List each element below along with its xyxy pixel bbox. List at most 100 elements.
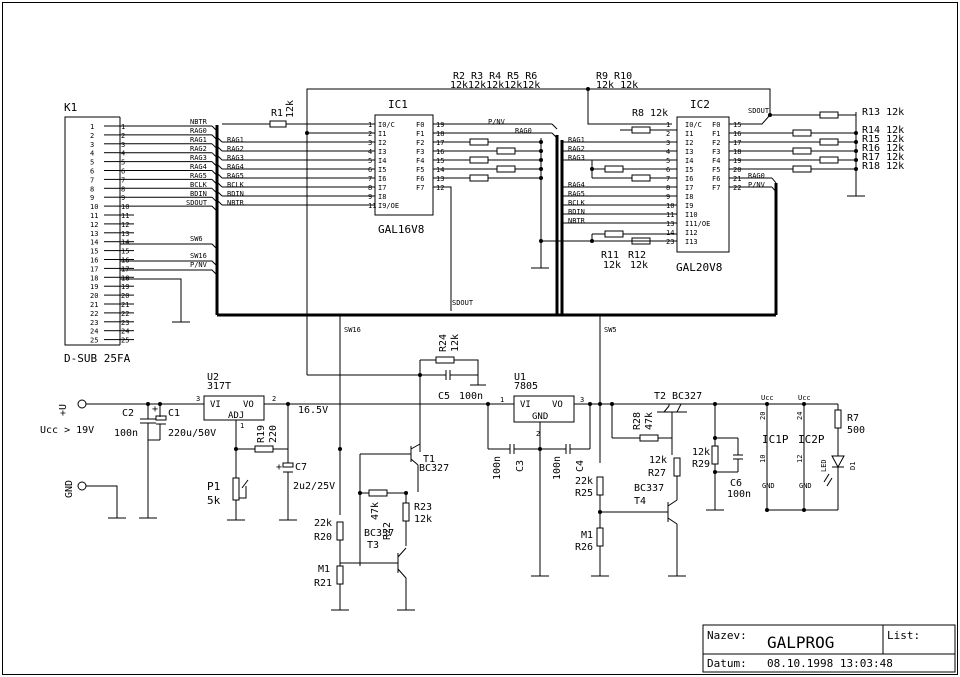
sw5-label: SW5 — [604, 326, 617, 334]
svg-text:+: + — [152, 404, 158, 415]
svg-text:R18 12k: R18 12k — [862, 161, 904, 172]
ic1-pin-name: F7 — [416, 184, 424, 192]
plus-u-label: +U — [58, 404, 69, 416]
ic2-pin-name: I3 — [685, 148, 693, 156]
svg-text:BC337: BC337 — [364, 528, 394, 539]
k1-pin-number: 19 — [90, 283, 98, 291]
ic1-pin-name: I3 — [378, 148, 386, 156]
svg-text:T3: T3 — [367, 540, 379, 551]
svg-text:2: 2 — [536, 430, 540, 438]
k1-line-label: 7 — [121, 176, 125, 184]
sig-rag4: RAG4 — [190, 163, 207, 171]
svg-text:12k: 12k — [450, 334, 461, 352]
k1-line-label: 23 — [121, 319, 129, 327]
svg-text:R8 12k: R8 12k — [632, 108, 668, 119]
svg-text:R20: R20 — [314, 532, 332, 543]
ic1-pin-name: I5 — [378, 166, 386, 174]
ic1-pin-number: 17 — [436, 139, 444, 147]
svg-text:R17 12k: R17 12k — [862, 152, 904, 163]
svg-text:R21: R21 — [314, 578, 332, 589]
svg-text:ADJ: ADJ — [228, 411, 244, 421]
svg-text:R26: R26 — [575, 542, 593, 553]
ic2-pins: I0/C1I12I23I34I45I56I67I78I89I910I1011I1… — [666, 121, 777, 246]
sig-bclk: BCLK — [190, 181, 208, 189]
bus-entry — [216, 172, 223, 179]
ic2-pin-number: 16 — [733, 130, 741, 138]
svg-text:RAG5: RAG5 — [568, 190, 585, 198]
ic2-pin-number: 17 — [733, 139, 741, 147]
k1-line-label: 14 — [121, 239, 129, 247]
ic2-pin-name: I1 — [685, 130, 693, 138]
ic1-pin-number: 12 — [436, 184, 444, 192]
bus-entry — [551, 132, 558, 139]
svg-text:R19: R19 — [256, 425, 267, 443]
ic1-pin-number: 2 — [368, 130, 372, 138]
ic1-part: GAL16V8 — [378, 223, 424, 236]
bus-entry — [216, 136, 223, 143]
svg-text:500: 500 — [847, 425, 865, 436]
k1-pin-number: 22 — [90, 310, 98, 318]
sig-sw6: SW6 — [190, 235, 203, 243]
ic2-pin-number: 7 — [666, 175, 670, 183]
r13-r18-labels: R13 12k R14 12k R15 12k R16 12k R17 12k … — [862, 107, 904, 172]
voltage-16-5: 16.5V — [298, 405, 328, 416]
svg-text:R13 12k: R13 12k — [862, 107, 904, 118]
sig-rag1: RAG1 — [190, 136, 207, 144]
ic1-pin-name: I0/C — [378, 121, 395, 129]
power-supply: +U Ucc > 19V GND C2 100n C1 220u/50V + V… — [40, 87, 865, 611]
ic2-part: GAL20V8 — [676, 261, 722, 274]
svg-text:NBTR: NBTR — [227, 199, 245, 207]
ic2-pin-number: 20 — [733, 166, 741, 174]
svg-text:RAG4: RAG4 — [568, 181, 585, 189]
sw16-label: SW16 — [344, 326, 361, 334]
gnd-input-label: GND — [64, 480, 75, 498]
ic2-input-labels: RAG1 RAG2 RAG3 RAG4 RAG5 BCLK BDIN NBTR … — [568, 107, 770, 225]
k1-line-label: 13 — [121, 230, 129, 238]
svg-text:RAG0: RAG0 — [748, 172, 765, 180]
sdout-label: SDOUT — [452, 299, 474, 307]
sig-bdin: BDIN — [190, 190, 207, 198]
sig-rag3: RAG3 — [190, 154, 207, 162]
bus-entry — [216, 181, 223, 188]
ic2-pin-name: F6 — [712, 175, 720, 183]
svg-text:22k: 22k — [575, 476, 593, 487]
svg-text:NBTR: NBTR — [568, 217, 586, 225]
k1-pin-number: 10 — [90, 203, 98, 211]
svg-text:BDIN: BDIN — [568, 208, 585, 216]
svg-text:RAG2: RAG2 — [568, 145, 585, 153]
ic2-pin-name: F5 — [712, 166, 720, 174]
svg-text:100n: 100n — [114, 428, 138, 439]
bus-entry — [771, 177, 777, 184]
ic2-pin-name: F0 — [712, 121, 720, 129]
svg-text:BDIN: BDIN — [227, 190, 244, 198]
ic1-pin-name: I7 — [378, 184, 386, 192]
k1-line-label: 6 — [121, 168, 125, 176]
sig-pnv: P/NV — [190, 261, 208, 269]
title-name-label: Nazev: — [707, 629, 747, 642]
svg-text:7805: 7805 — [514, 381, 538, 392]
k1-line-label: 22 — [121, 310, 129, 318]
k1-line-label: 20 — [121, 292, 129, 300]
k1-line-label: 19 — [121, 283, 129, 291]
k1-pin-number: 8 — [90, 185, 94, 193]
svg-text:12k: 12k — [630, 260, 648, 271]
k1-pin-number: 24 — [90, 328, 98, 336]
ic2-pin-number: 2 — [666, 130, 670, 138]
svg-text:VO: VO — [243, 400, 254, 410]
svg-text:220u/50V: 220u/50V — [168, 428, 216, 439]
k1-pin-number: 4 — [90, 150, 94, 158]
ucc-note: Ucc > 19V — [40, 425, 94, 436]
ic1-pin-number: 13 — [436, 175, 444, 183]
svg-text:2: 2 — [272, 395, 276, 403]
ic1-pin-name: I1 — [378, 130, 386, 138]
ic2p-label: IC2P — [798, 433, 825, 446]
k1-pin-number: 9 — [90, 194, 94, 202]
ic1-pin-name: F1 — [416, 130, 424, 138]
svg-text:GND: GND — [762, 482, 775, 490]
svg-text:12k12k12k12k12k: 12k12k12k12k12k — [450, 80, 540, 91]
k1-line-label: 15 — [121, 248, 129, 256]
svg-text:R27: R27 — [648, 468, 666, 479]
svg-text:RAG2: RAG2 — [227, 145, 244, 153]
ic2-pin-number: 23 — [666, 238, 674, 246]
svg-text:R14 12k: R14 12k — [862, 125, 904, 136]
